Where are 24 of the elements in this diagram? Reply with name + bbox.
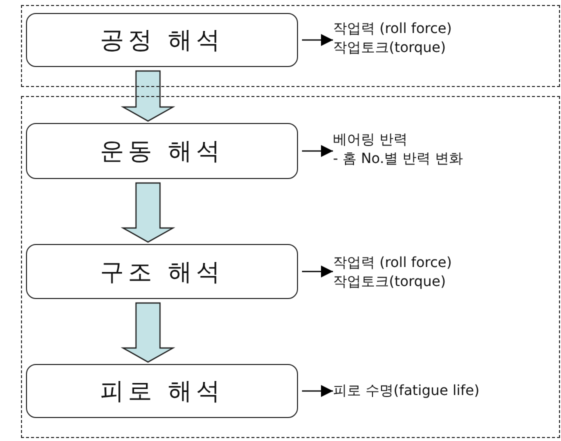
output-label: 피로 수명(fatigue life) — [333, 382, 480, 400]
process-box — [26, 123, 298, 179]
arrow — [302, 34, 333, 46]
output-label: 작업토크(torque) — [333, 39, 447, 58]
process-label: 피로 해석 — [100, 376, 224, 407]
output-label: - 홈 No.별 반력 변화 — [333, 150, 464, 169]
output-label: 작업토크(torque) — [333, 273, 447, 292]
process-box — [26, 364, 298, 418]
block-arrow — [120, 70, 176, 122]
process-label: 구조 해석 — [100, 256, 224, 288]
process-box — [26, 244, 298, 299]
dashed-group-frame — [21, 5, 560, 87]
arrow — [302, 145, 333, 157]
block-arrow — [120, 302, 176, 363]
arrow — [302, 266, 333, 278]
output-label: 작업력 (roll force) — [333, 20, 453, 39]
process-label: 공정 해석 — [100, 25, 224, 56]
output-label: 작업력 (roll force) — [333, 254, 453, 273]
output-label: 베어링 반력 — [333, 131, 408, 150]
dashed-group-frame — [21, 96, 560, 438]
block-arrow — [120, 182, 176, 243]
process-box — [26, 13, 298, 67]
process-label: 운동 해석 — [100, 136, 224, 167]
arrow — [302, 385, 333, 397]
